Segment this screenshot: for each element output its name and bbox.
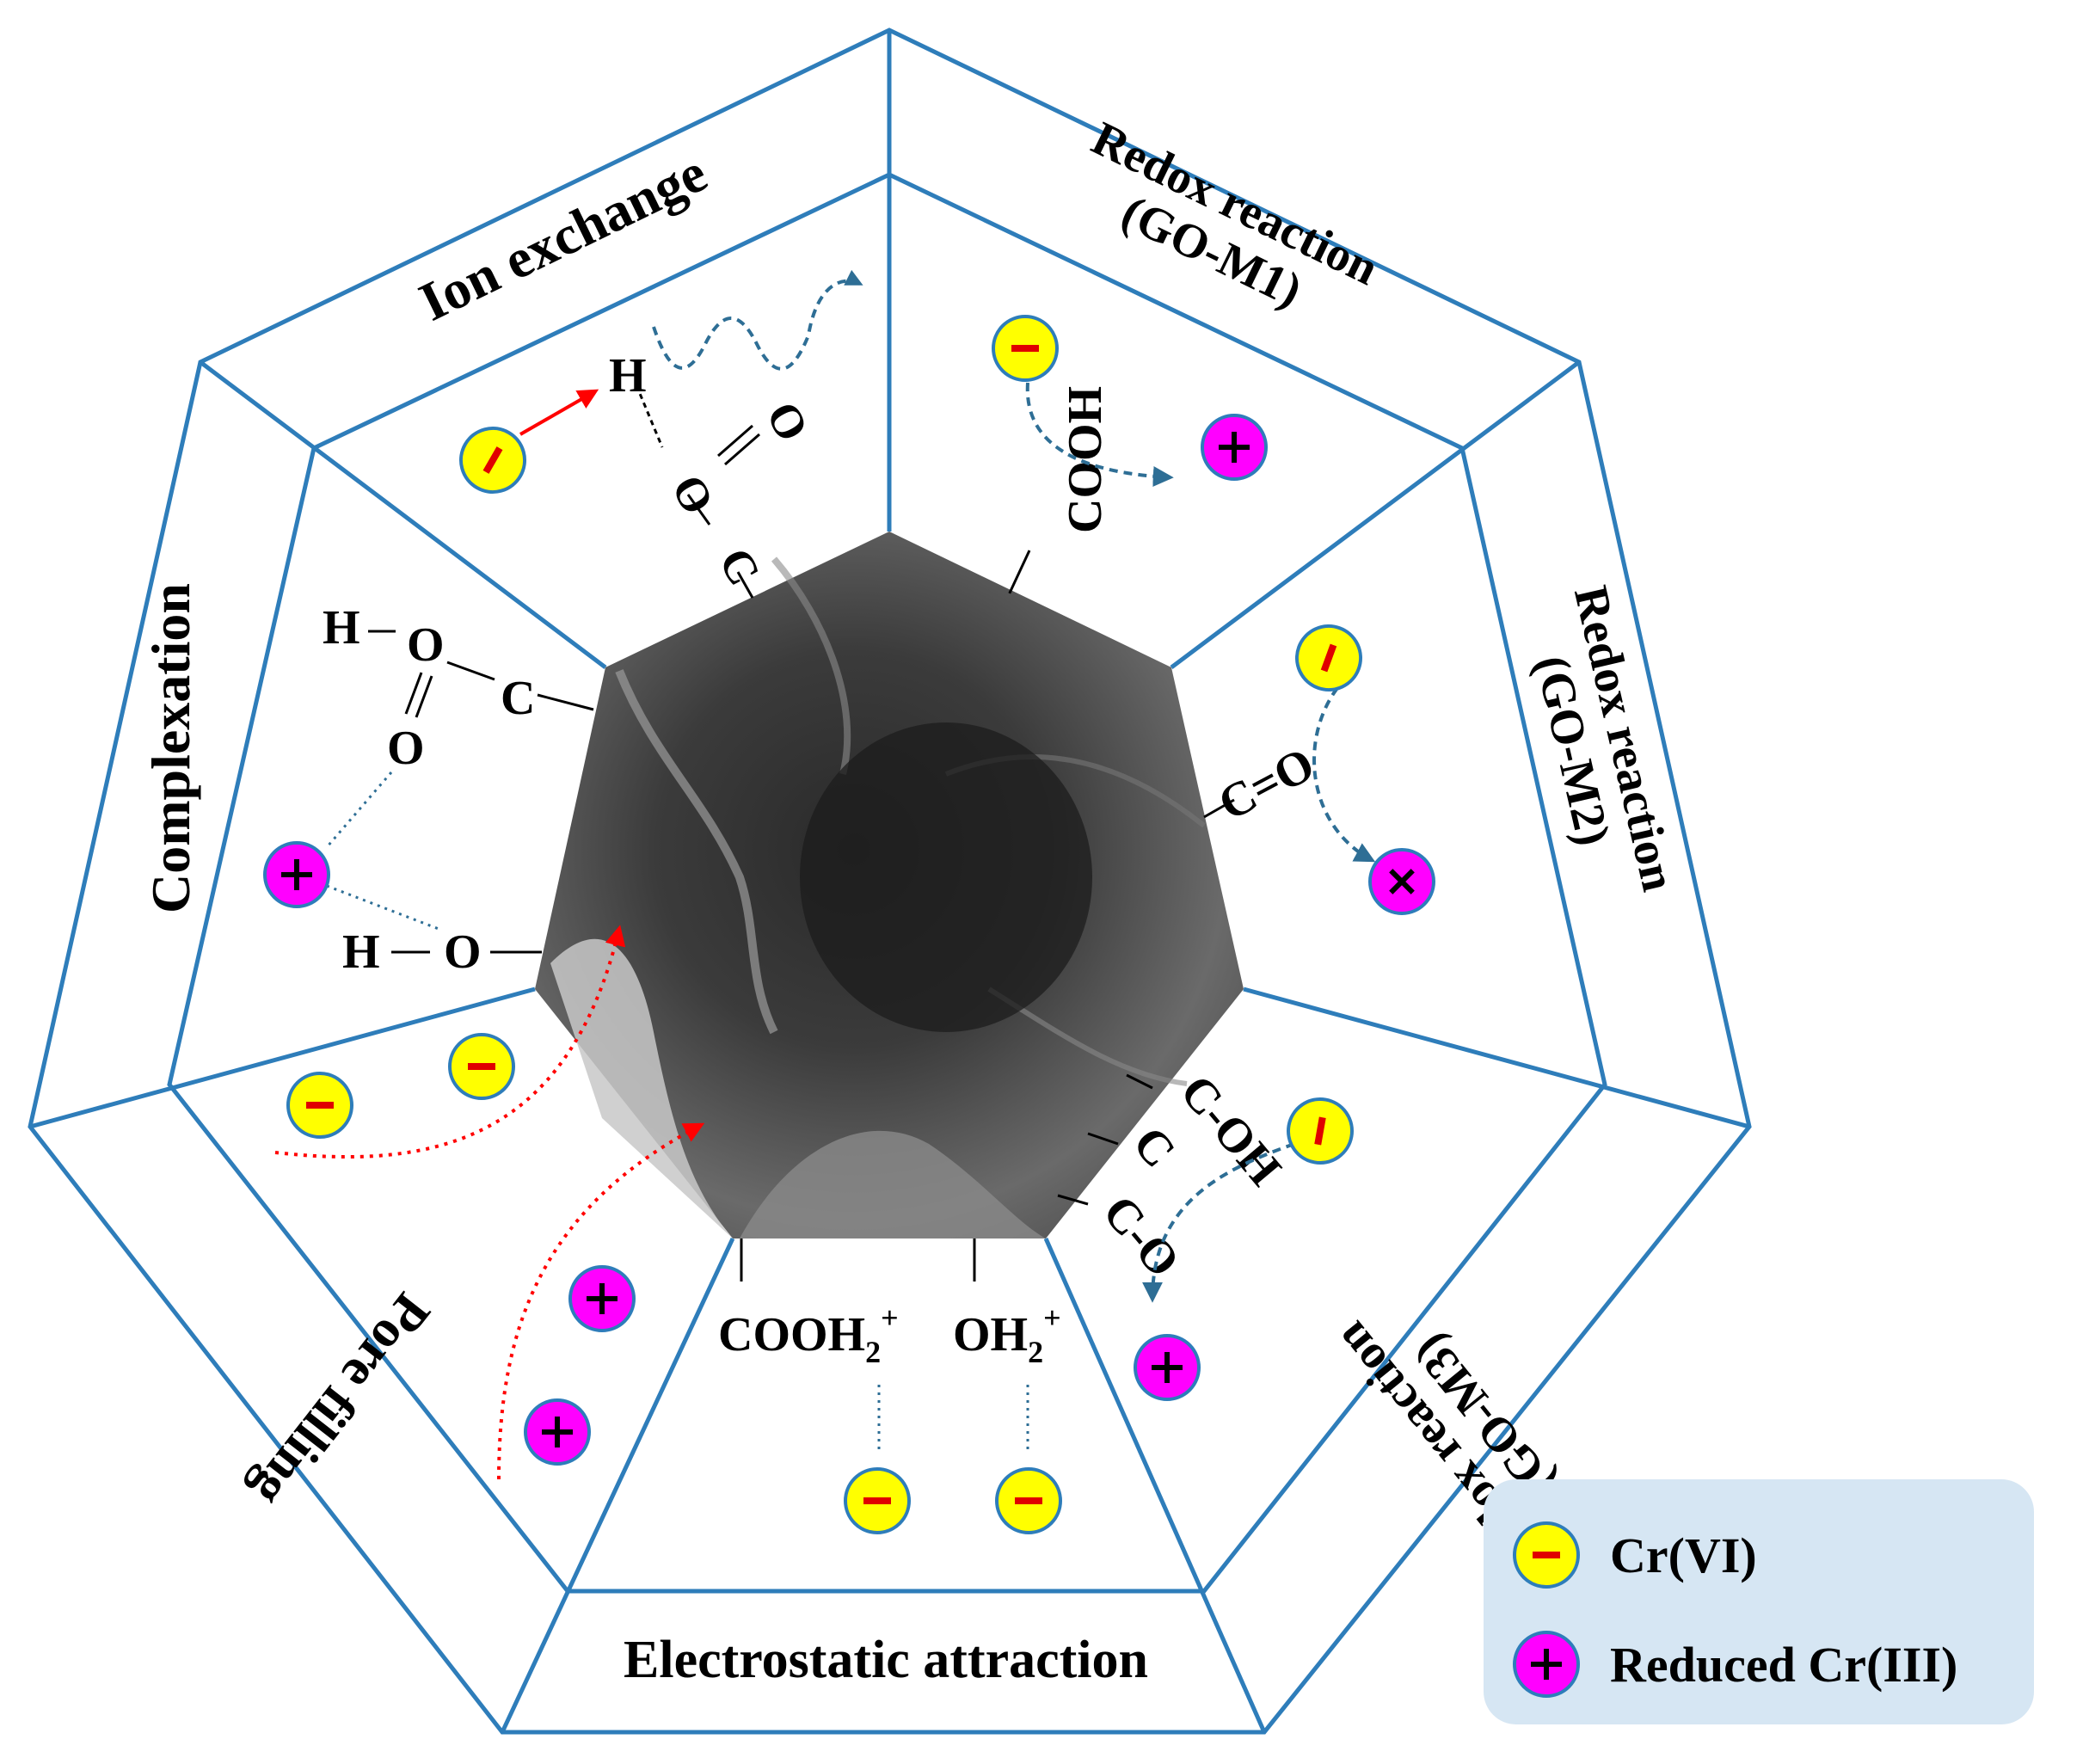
electrostatic-group: COOH2+ OH2+ bbox=[718, 1238, 1061, 1454]
legend-cr6-icon bbox=[1513, 1521, 1580, 1589]
ea-oh2: OH2+ bbox=[953, 1300, 1061, 1369]
legend: Cr(VI) Reduced Cr(III) bbox=[1484, 1479, 2034, 1724]
comp-o3: O bbox=[444, 925, 482, 979]
cr3-ion bbox=[1134, 1334, 1201, 1401]
middle-heptagon bbox=[167, 172, 1607, 1594]
cr3-ion bbox=[263, 841, 330, 908]
cr6-ion bbox=[459, 427, 526, 494]
cr3-ion-cross bbox=[1368, 848, 1435, 915]
pore-filling-title: Pore filling bbox=[240, 1282, 441, 1517]
cr6-ion bbox=[1295, 624, 1362, 691]
outer-heptagon bbox=[28, 28, 1752, 1735]
ion-ex-arrow bbox=[519, 389, 599, 436]
heptagon-frame bbox=[28, 28, 1752, 1735]
m3-co: C-O bbox=[1092, 1186, 1189, 1288]
pore-arrow-1 bbox=[274, 925, 626, 1159]
sem-image bbox=[535, 532, 1244, 1238]
cr3-ion bbox=[524, 1398, 591, 1466]
cr6-ion bbox=[995, 1467, 1062, 1534]
spokes bbox=[29, 30, 1750, 1734]
m2-co: C=O bbox=[1210, 737, 1323, 831]
m3-coh: C-OH bbox=[1170, 1066, 1291, 1196]
wavy-proton-arrow bbox=[652, 269, 863, 371]
complexation-group: H O C O H O bbox=[323, 601, 594, 979]
ea-cooh2: COOH2+ bbox=[718, 1300, 899, 1369]
comp-c: C bbox=[501, 672, 535, 725]
comp-o2: O bbox=[387, 722, 425, 775]
legend-cr3-label: Reduced Cr(III) bbox=[1610, 1637, 1957, 1693]
cr6-ion bbox=[286, 1072, 353, 1139]
comp-h2: H bbox=[342, 925, 380, 979]
cr6-ion bbox=[1287, 1097, 1354, 1165]
ions bbox=[263, 315, 1435, 1534]
ion-ex-h: H bbox=[609, 349, 647, 403]
ion-exchange-group: H O O C bbox=[519, 269, 863, 599]
cr6-ion bbox=[992, 315, 1059, 382]
legend-cr6-label: Cr(VI) bbox=[1610, 1527, 1757, 1583]
ion-ex-c: C bbox=[709, 539, 770, 593]
cr3-ion bbox=[1201, 414, 1268, 481]
redox-m2-title: Redox reaction (GO-M2) bbox=[1525, 581, 1686, 896]
legend-box bbox=[1484, 1479, 2034, 1724]
pore-filling-arrows bbox=[274, 925, 705, 1480]
legend-cr3-icon bbox=[1513, 1631, 1580, 1698]
redox-m1-group: COOH bbox=[1008, 382, 1174, 594]
m1-cooh: COOH bbox=[1059, 386, 1112, 533]
comp-o1: O bbox=[407, 618, 445, 672]
redox-m1-title: Redox reaction (GO-M1) bbox=[1084, 112, 1386, 318]
electrostatic-attraction-title: Electrostatic attraction bbox=[624, 1631, 1148, 1689]
cr6-ion bbox=[844, 1467, 911, 1534]
redox-m2-group: C=O bbox=[1203, 686, 1376, 863]
complexation-title: Complexation bbox=[140, 583, 201, 913]
ion-ex-o: O bbox=[661, 466, 724, 522]
cr3-ion bbox=[568, 1265, 636, 1332]
cr6-ion bbox=[448, 1033, 515, 1100]
comp-h1: H bbox=[323, 601, 360, 655]
ion-ex-o-double: O bbox=[756, 393, 819, 449]
